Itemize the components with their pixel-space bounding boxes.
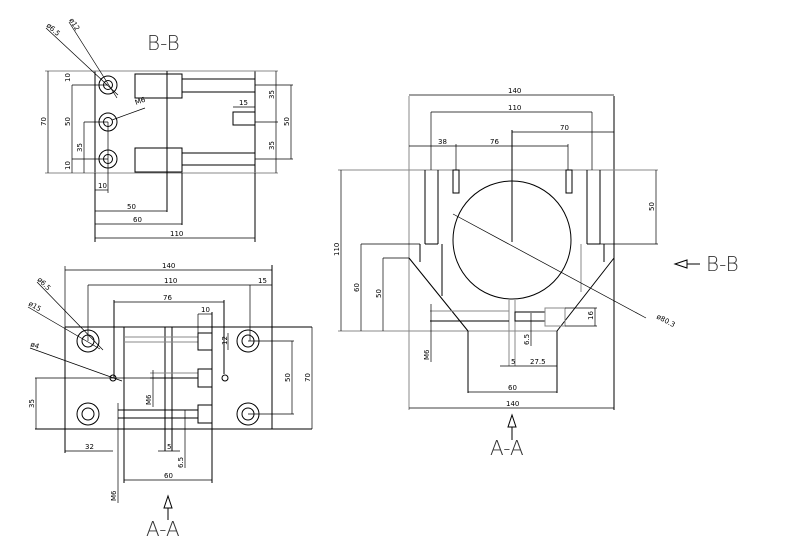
dim-label: 38 [438, 138, 447, 146]
dim-label: 6.5 [177, 457, 185, 468]
dim-label: ø80.3 [655, 313, 676, 329]
arrow-up-icon [163, 494, 173, 509]
dim-label: 16 [587, 311, 595, 320]
dim-label: 60 [133, 216, 142, 224]
dim-label: 110 [508, 104, 521, 112]
dim-label: 110 [170, 230, 183, 238]
dim-label: 60 [508, 384, 517, 392]
dim-label: 35 [268, 141, 276, 150]
dim-label: 70 [304, 373, 312, 382]
dim-label: 110 [333, 243, 341, 256]
dim-label: ø12 [67, 17, 81, 32]
dim-label: 50 [64, 117, 72, 126]
dim-label: 50 [375, 289, 383, 298]
dim-label: 50 [284, 373, 292, 382]
dim-label: ø4 [29, 340, 40, 351]
view-a-a-side: 140 110 70 38 76 50 110 60 50 M6 6.5 5 2… [333, 87, 739, 460]
dim-label: ø6.5 [36, 276, 53, 293]
dim-label: 60 [353, 283, 361, 292]
dim-label: 12 [221, 336, 229, 345]
dim-label: 10 [64, 73, 72, 82]
dim-label: 35 [76, 143, 84, 152]
dim-label: 140 [506, 400, 519, 408]
dim-label: 15 [258, 277, 267, 285]
dim-label: 50 [127, 203, 136, 211]
dim-label: 70 [40, 117, 48, 126]
dim-label: 10 [201, 306, 210, 314]
dim-label: 140 [508, 87, 521, 95]
bb-body-outline [94, 70, 256, 174]
bb-slot-upper [134, 73, 183, 99]
dim-label: 32 [85, 443, 94, 451]
dim-label: 27.5 [530, 358, 546, 366]
dim-label: 6.5 [523, 334, 531, 345]
dim-label: 35 [268, 90, 276, 99]
bb-slot-lower [134, 147, 183, 173]
dim-label: 10 [98, 182, 107, 190]
view-b-b: B-B 70 10 50 10 35 10 50 60 [40, 17, 293, 242]
dim-label: M6 [134, 96, 147, 107]
section-marker-b-b: B-B [706, 252, 739, 276]
dim-label: 5 [511, 358, 515, 366]
view-a-a-top: 140 110 15 76 10 12 50 70 35 32 5 6.5 60… [27, 262, 313, 541]
dim-label: 35 [28, 399, 36, 408]
dim-label: 110 [164, 277, 177, 285]
view-title-b-b: B-B [147, 31, 180, 55]
bb-small-pocket [232, 111, 256, 126]
dim-label: 140 [162, 262, 175, 270]
dim-label: 76 [490, 138, 499, 146]
dim-label: 50 [283, 117, 291, 126]
dim-label: ø6.5 [45, 22, 62, 38]
view-title-a-a-top: A-A [146, 517, 180, 541]
arrow-up-icon [507, 413, 517, 428]
view-title-a-a-side: A-A [490, 436, 524, 460]
arrow-left-icon [673, 259, 688, 269]
dim-label: 60 [164, 472, 173, 480]
dim-label: M6 [145, 394, 153, 405]
dim-label: 5 [167, 443, 171, 451]
dim-label: 50 [648, 202, 656, 211]
dim-label: M6 [423, 349, 431, 360]
dim-label: M6 [110, 490, 118, 501]
dim-label: 15 [239, 99, 248, 107]
dim-label: 70 [560, 124, 569, 132]
dim-label: 76 [163, 294, 172, 302]
dim-label: 10 [64, 161, 72, 170]
